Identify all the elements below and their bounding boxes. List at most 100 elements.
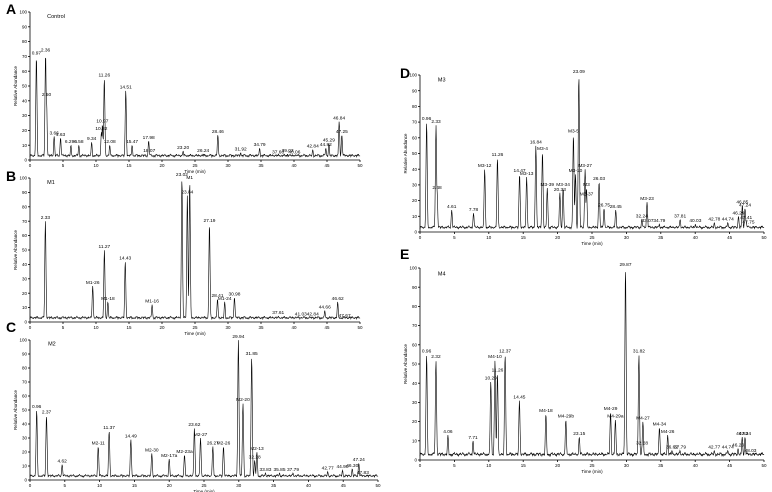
- retention-time-label: 10.29: [485, 375, 497, 381]
- x-tick-label: 30: [236, 483, 242, 488]
- x-tick-label: 35: [258, 163, 264, 168]
- metabolite-label: M2-27: [194, 432, 208, 438]
- x-tick-label: 0: [29, 483, 32, 488]
- retention-time-label: 47.25: [336, 129, 348, 135]
- retention-time-label: 39.03: [282, 148, 294, 154]
- y-tick-label: 20: [22, 291, 28, 296]
- retention-time-label: 48.03: [744, 448, 756, 454]
- y-axis-title: Relative Abundance: [403, 133, 408, 174]
- retention-time-label: 45.29: [323, 138, 335, 144]
- retention-time-label: 10.82: [95, 126, 107, 132]
- retention-time-label: 46.23: [732, 442, 744, 448]
- x-tick-label: 5: [62, 325, 65, 330]
- metabolite-label: M4-18: [539, 408, 553, 414]
- metabolite-label: M3: [583, 182, 590, 188]
- panel-letter: D: [400, 65, 410, 81]
- retention-time-label: 23.20: [177, 145, 189, 151]
- retention-time-label: 46.84: [333, 116, 345, 122]
- retention-time-label: 44.74: [722, 444, 734, 450]
- retention-time-label: 35.85: [274, 467, 286, 473]
- metabolite-label: M2-23a: [176, 449, 193, 455]
- retention-time-label: 14.43: [119, 256, 131, 262]
- y-tick-label: 60: [22, 69, 28, 74]
- y-tick-label: 50: [412, 151, 418, 156]
- retention-time-label: 14.45: [513, 394, 525, 400]
- retention-time-label: 46.62: [332, 296, 344, 302]
- metabolite-label: M4-10: [488, 354, 502, 360]
- retention-time-label: 31.92: [235, 147, 247, 153]
- retention-time-label: 23.62: [188, 422, 200, 428]
- retention-time-label: 11.27: [99, 244, 111, 250]
- x-tick-label: 15: [521, 463, 527, 468]
- x-tick-label: 50: [357, 325, 363, 330]
- retention-time-label: 26.75: [598, 202, 610, 208]
- retention-time-label: 23.09: [573, 69, 585, 75]
- y-tick-label: 50: [22, 408, 28, 413]
- retention-time-label: 29.87: [619, 262, 631, 268]
- metabolite-label: M3-39: [540, 182, 554, 188]
- retention-time-label: 37.79: [287, 467, 299, 473]
- x-tick-label: 40: [693, 235, 699, 240]
- retention-time-label: 44.74: [722, 217, 734, 223]
- x-tick-label: 50: [375, 483, 381, 488]
- x-tick-label: 15: [521, 235, 527, 240]
- metabolite-label: M4-29b: [558, 414, 575, 420]
- retention-time-label: 36.62: [666, 444, 678, 450]
- y-tick-label: 0: [414, 230, 417, 235]
- metabolite-label: M3-23: [640, 196, 654, 202]
- retention-time-label: 23.15: [573, 431, 585, 437]
- retention-time-label: 26.03: [593, 176, 605, 182]
- y-tick-label: 10: [22, 305, 28, 310]
- retention-time-label: 2.48: [432, 185, 442, 191]
- retention-time-label: 44.90: [336, 464, 348, 470]
- metabolite-label: M2-13: [250, 446, 264, 452]
- y-tick-label: 50: [22, 248, 28, 253]
- retention-time-label: 47.24: [739, 431, 751, 437]
- y-axis-title: Relative Abundance: [403, 343, 408, 384]
- x-tick-label: 15: [126, 325, 132, 330]
- y-tick-label: 100: [19, 10, 27, 15]
- retention-time-label: 42.77: [322, 466, 334, 472]
- x-tick-label: 5: [62, 163, 65, 168]
- retention-time-label: 28.46: [212, 129, 224, 135]
- retention-time-label: 37.60: [272, 150, 284, 156]
- x-tick-label: 35: [658, 235, 664, 240]
- retention-time-label: 4.61: [447, 204, 457, 210]
- retention-time-label: 47.41: [740, 215, 752, 221]
- metabolite-label: M3-12: [478, 163, 492, 169]
- x-tick-label: 35: [258, 325, 264, 330]
- x-tick-label: 20: [555, 235, 561, 240]
- retention-time-label: 42.78: [708, 217, 720, 223]
- retention-time-label: 32.24: [636, 213, 648, 219]
- y-tick-label: 30: [22, 436, 28, 441]
- retention-time-label: 46.30: [346, 463, 358, 469]
- panel-letter: E: [400, 246, 409, 262]
- retention-time-label: 16.84: [530, 140, 542, 146]
- y-axis-title: Relative Abundance: [13, 229, 18, 270]
- metabolite-label: M3-4: [537, 146, 548, 152]
- retention-time-label: 42.84: [307, 144, 319, 150]
- chromatogram-trace: [419, 272, 765, 458]
- metabolite-label: M2-11: [92, 440, 106, 446]
- x-tick-label: 5: [453, 463, 456, 468]
- x-tick-label: 45: [324, 163, 330, 168]
- y-tick-label: 30: [412, 400, 418, 405]
- retention-time-label: 4.06: [443, 429, 453, 435]
- x-tick-label: 45: [727, 463, 733, 468]
- retention-time-label: 40.03: [689, 218, 701, 224]
- retention-time-label: 11.26: [492, 368, 504, 374]
- y-tick-label: 70: [412, 120, 418, 125]
- y-tick-label: 100: [19, 338, 27, 343]
- y-tick-label: 10: [22, 464, 28, 469]
- sample-name: Control: [47, 14, 65, 20]
- x-tick-label: 30: [225, 325, 231, 330]
- y-tick-label: 100: [409, 266, 417, 271]
- retention-time-label: 4.62: [57, 459, 67, 465]
- y-tick-label: 0: [24, 478, 27, 483]
- x-tick-label: 10: [486, 463, 492, 468]
- y-tick-label: 60: [412, 342, 418, 347]
- retention-time-label: 14.49: [125, 433, 137, 439]
- y-tick-label: 90: [22, 190, 28, 195]
- x-tick-label: 25: [589, 463, 595, 468]
